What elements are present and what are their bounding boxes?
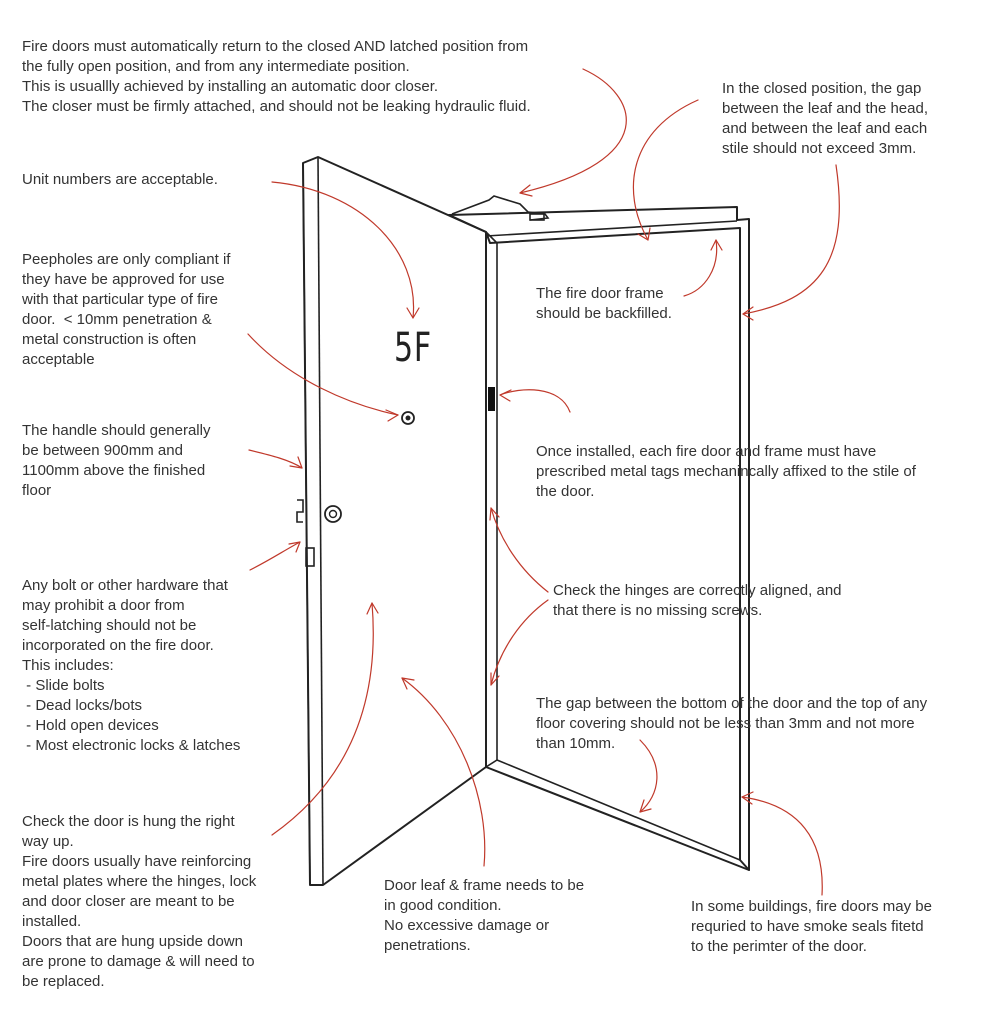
metal-tags-note: Once installed, each fire door and frame…: [536, 443, 916, 500]
floor-gap-note: The gap between the bottom of the door a…: [536, 695, 928, 752]
unit-number: 5F: [394, 325, 432, 371]
metal-tag: [488, 387, 495, 411]
hung-right-note: Check the door is hung the right way up.…: [22, 813, 257, 990]
unit-numbers-note: Unit numbers are acceptable.: [22, 171, 218, 188]
peepholes-note: Peepholes are only compliant if they hav…: [22, 251, 231, 368]
self-closing-note: Fire doors must automatically return to …: [22, 38, 531, 115]
gap-note: In the closed position, the gap between …: [722, 80, 929, 157]
door-handle: [296, 499, 342, 567]
door-frame: [448, 206, 750, 871]
handle-height-note: The handle should generally be between 9…: [22, 422, 211, 499]
condition-note: Door leaf & frame needs to be in good co…: [384, 877, 585, 954]
bolts-note: Any bolt or other hardware that may proh…: [22, 577, 241, 754]
hinges-note: Check the hinges are correctly aligned, …: [553, 582, 842, 619]
frame-backfill-note: The fire door frame should be backfilled…: [536, 285, 672, 322]
smoke-seals-note: In some buildings, fire doors may be req…: [691, 898, 932, 955]
door-closer: [451, 195, 550, 221]
annotation-arrows: [247, 68, 840, 896]
peephole: [401, 411, 415, 425]
